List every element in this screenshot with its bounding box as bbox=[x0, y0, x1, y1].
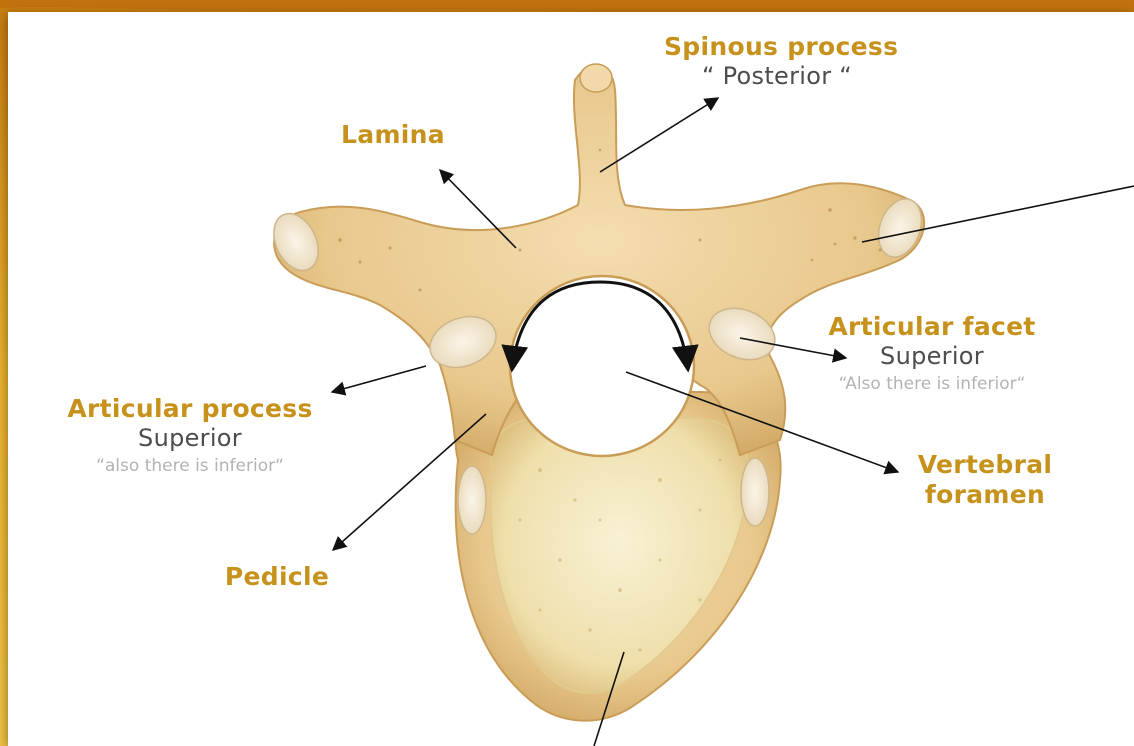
articular-process-note: “also there is inferior“ bbox=[30, 456, 350, 476]
pedicle-title: Pedicle bbox=[200, 562, 354, 592]
lamina-title: Lamina bbox=[318, 120, 468, 150]
spinous-process-label: Spinous process “ Posterior “ bbox=[664, 32, 890, 90]
vertebral-foramen-line2: foramen bbox=[880, 480, 1090, 510]
body-side-cartilage-right bbox=[741, 458, 769, 526]
body-side-cartilage-left bbox=[458, 466, 486, 534]
spinous-process-arrow bbox=[600, 98, 718, 172]
pedicle-label: Pedicle bbox=[200, 562, 354, 592]
articular-facet-title: Articular facet bbox=[812, 312, 1052, 342]
spinous-process-title: Spinous process bbox=[664, 32, 890, 62]
articular-process-label: Articular process Superior “also there i… bbox=[30, 394, 350, 476]
articular-facet-note: “Also there is inferior“ bbox=[812, 374, 1052, 394]
lamina-label: Lamina bbox=[318, 120, 468, 150]
vertebral-foramen-label: Vertebral foramen bbox=[880, 450, 1090, 509]
articular-process-sub: Superior bbox=[30, 424, 350, 452]
articular-process-title: Articular process bbox=[30, 394, 350, 424]
articular-process-arrow bbox=[332, 366, 426, 392]
articular-facet-sub: Superior bbox=[812, 342, 1052, 370]
vertebral-body-surface bbox=[491, 418, 749, 693]
articular-facet-label: Articular facet Superior “Also there is … bbox=[812, 312, 1052, 394]
foramen-opening bbox=[510, 276, 694, 456]
vertebral-foramen-line1: Vertebral bbox=[880, 450, 1090, 480]
spinous-process-tip bbox=[580, 64, 612, 92]
spinous-process-sub: “ Posterior “ bbox=[664, 62, 890, 90]
